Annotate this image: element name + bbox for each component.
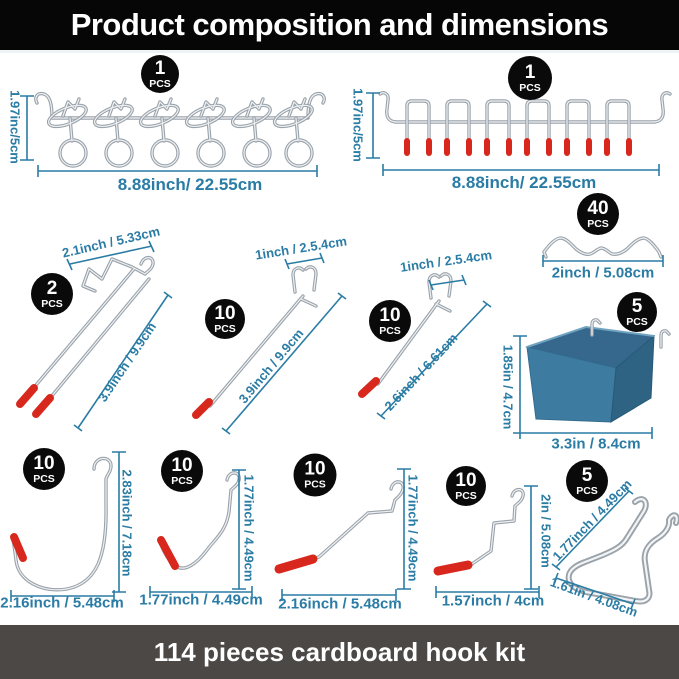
kit-title: 114 pieces cardboard hook kit [153,636,526,667]
dimension-lines [149,469,253,598]
double-long-hook-art [16,240,173,432]
spring-clip-art [551,487,677,610]
dimension-label: 2in / 5.08cm [538,494,554,568]
small-l-hook-art [433,485,540,598]
dimension-label: 2.16inch / 5.48cm [0,594,124,612]
dimension-label: 1.77inch / 4.49cm [405,474,421,582]
dimension-lines [221,252,347,435]
dimension-lines [281,468,411,601]
dimension-lines [20,95,318,177]
dimension-label: 8.88inch/ 22.55cm [117,175,263,194]
page-title: Product composition and dimensions [70,7,609,42]
dimension-label: 3.3in / 8.4cm [551,435,641,453]
dimension-label: 1.57inch / 4cm [441,592,545,610]
dimension-label: 1.97inc/5cm [350,88,366,162]
title-banner: Product composition and dimensions [0,0,679,53]
dimension-lines [542,255,664,267]
dimension-lines [10,451,126,602]
dimension-label: 2.83inch / 7.18cm [119,469,135,577]
dimension-label: 1.85in / 4.7cm [500,344,516,430]
wire-clip-art [542,236,664,267]
dimension-lines [376,274,492,420]
dimension-lines [513,335,653,439]
dimension-lines [66,240,173,432]
prong-rail-art [366,91,672,176]
medium-hook-art [358,272,492,420]
dimension-label: 2.16inch / 5.48cm [278,595,402,613]
long-hook-art [192,252,347,435]
dimension-lines [435,485,540,598]
dimension-label: 1.97inc/5cm [7,90,23,164]
red-prong-tips [404,138,632,156]
footer-banner: 114 pieces cardboard hook kit [0,625,679,679]
dimension-label: 8.88inch/ 22.55cm [451,173,597,192]
wide-l-hook-art [274,468,411,601]
loop-rail-art [20,91,326,177]
small-j-hook-art [149,469,253,598]
dimension-lines [366,92,660,176]
dimension-lines [551,487,636,610]
large-j-hook-art [10,451,126,602]
dimension-label: 2inch / 5.08cm [551,264,655,282]
dimension-label: 1.77inch / 4.49cm [241,474,257,582]
bin-art [513,318,671,439]
dimension-label: 1.77inch / 4.49cm [139,591,263,609]
